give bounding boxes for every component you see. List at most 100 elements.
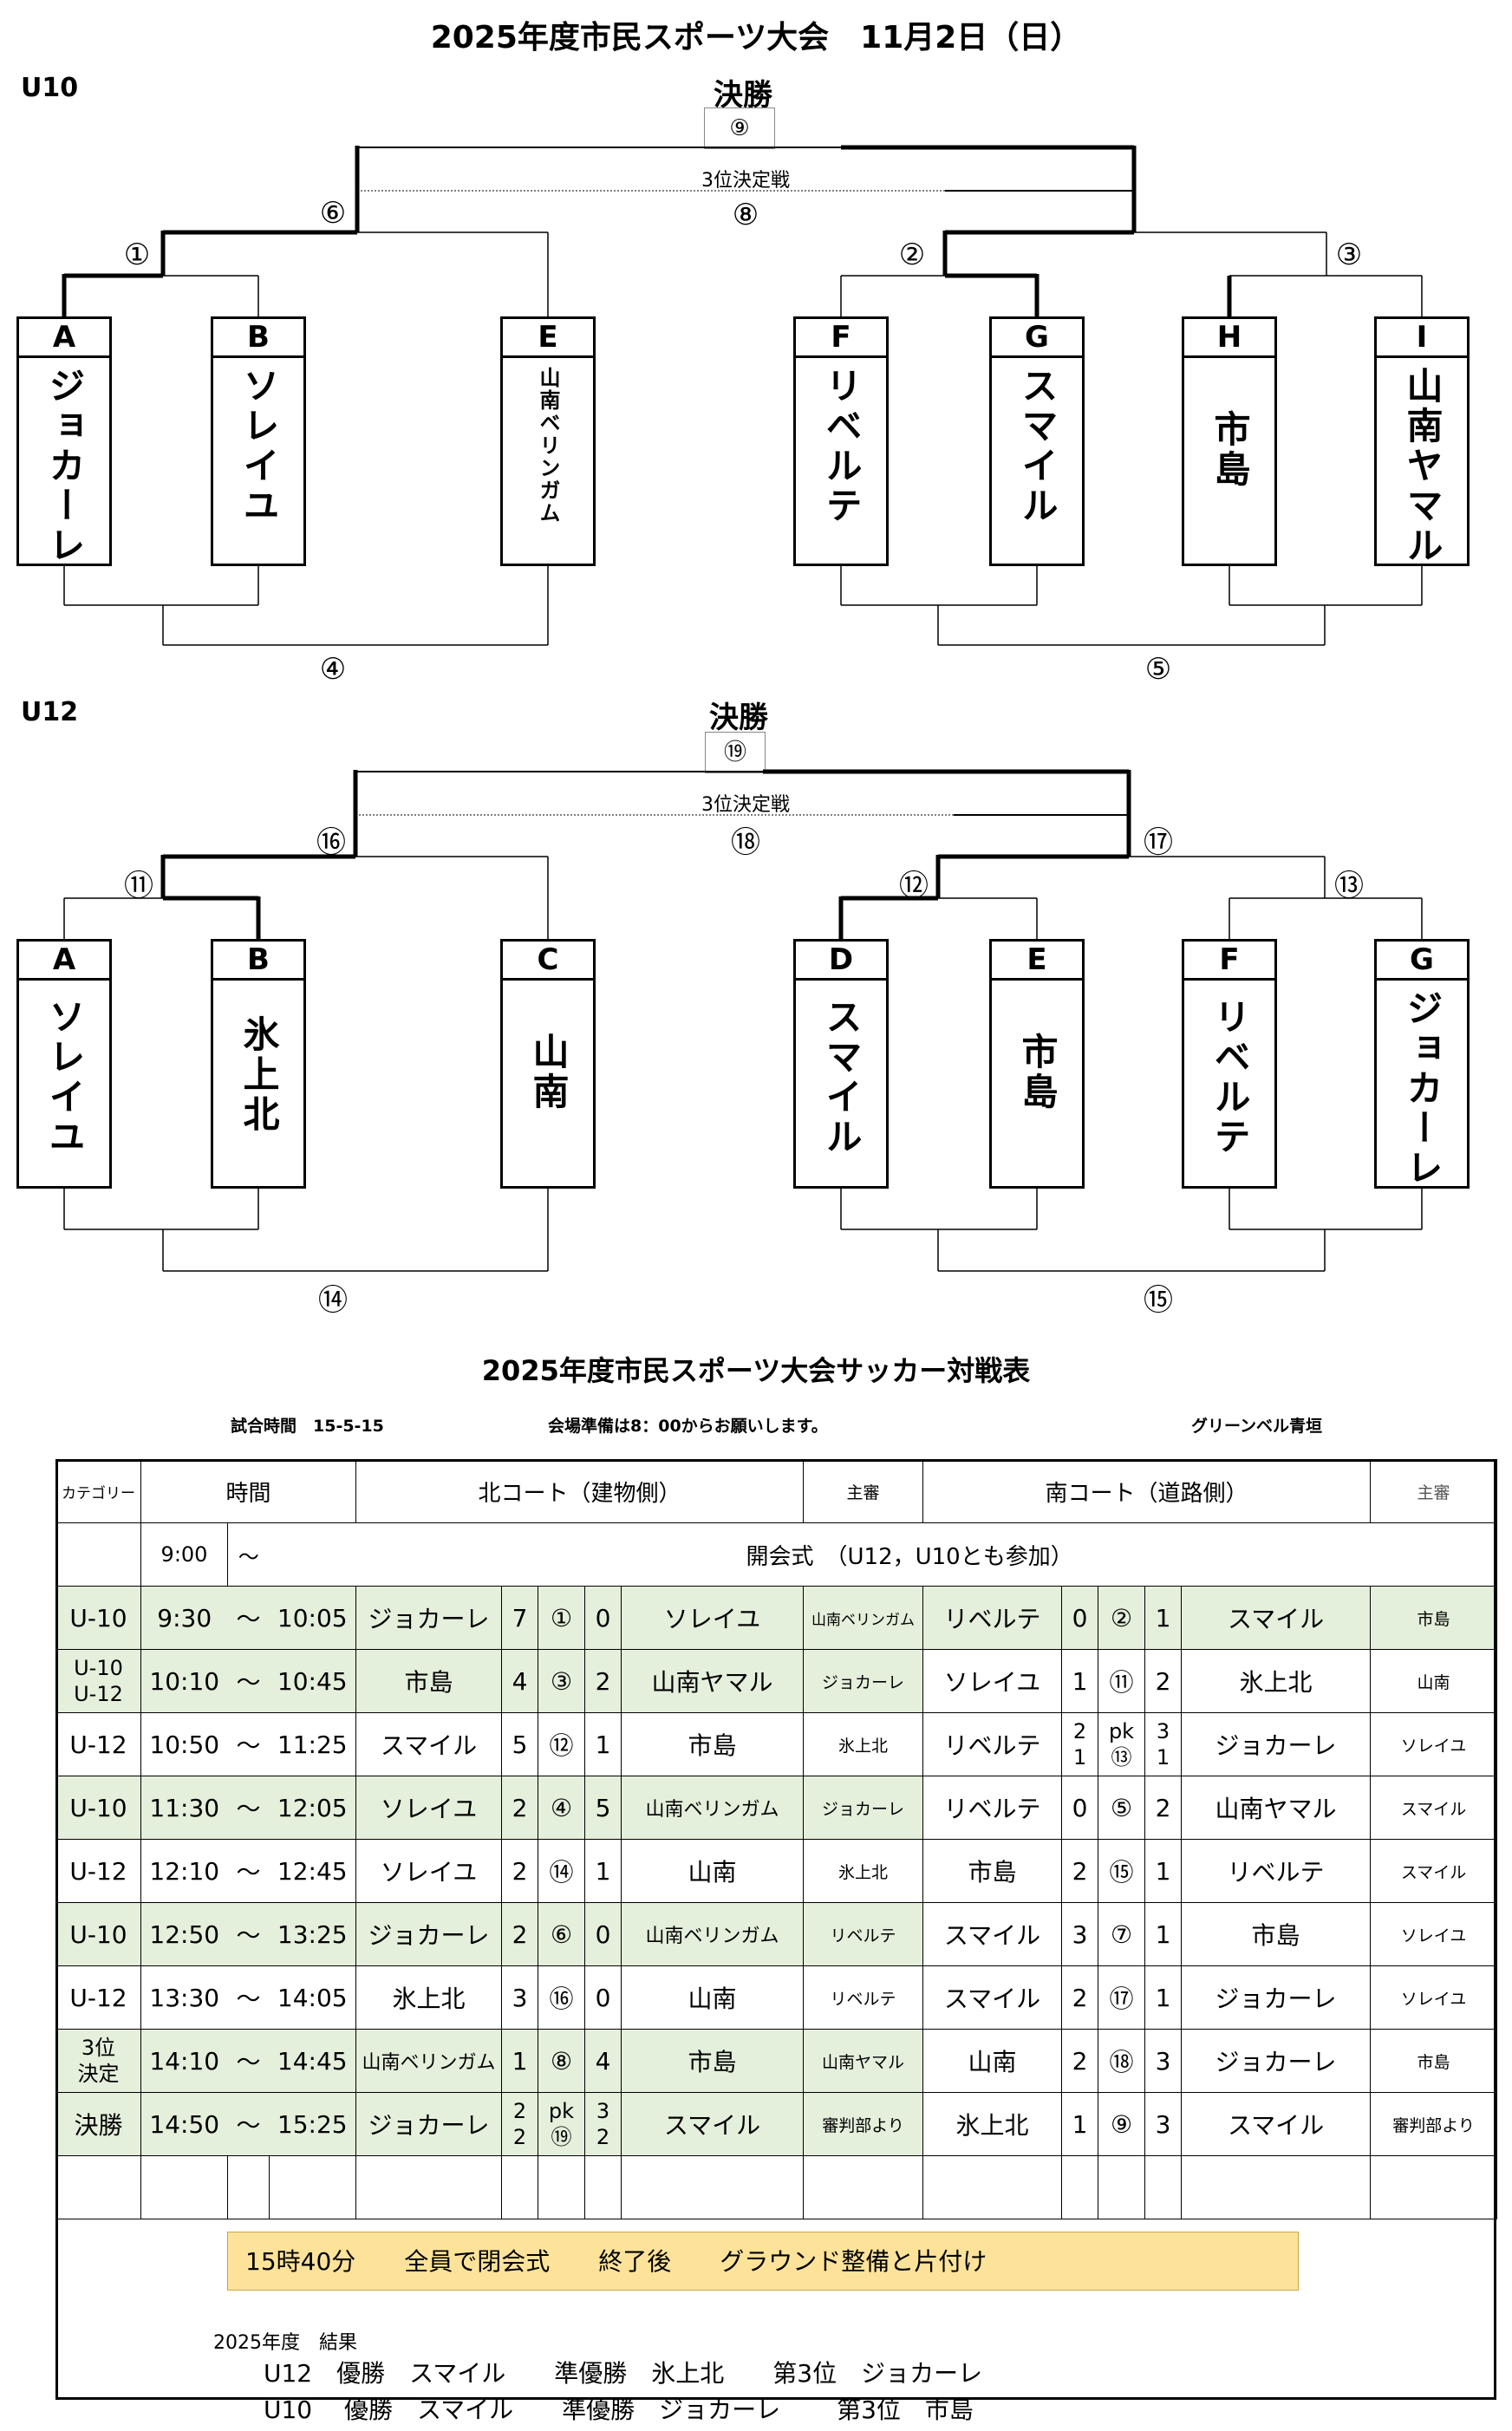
u10-bracket-lines	[62, 145, 1423, 646]
north-team-1: 市島	[355, 1649, 502, 1713]
row-category: U-10	[55, 1902, 141, 1966]
north-referee: リベルテ	[803, 1902, 924, 1966]
team-letter: B	[213, 942, 303, 981]
opening-row: 9:00 〜 開会式 （U12，U10とも参加）	[55, 1522, 1498, 1587]
team-letter: F	[796, 319, 886, 358]
north-score-2: 0	[584, 1965, 622, 2030]
south-match-number: pk ⑬	[1098, 1712, 1146, 1776]
header-south-court: 南コート（道路側）	[922, 1459, 1372, 1523]
row-end-time: 10:45	[269, 1649, 356, 1713]
schedule-table: カテゴリー 時間 北コート（建物側） 主審 南コート（道路側） 主審 9:00 …	[55, 1459, 1498, 2219]
north-referee: 氷上北	[803, 1839, 924, 1903]
u12-match-14-number: ⑭	[318, 1283, 348, 1318]
schedule-title: 2025年度市民スポーツ大会サッカー対戦表	[481, 1354, 1031, 1387]
empty-cell	[55, 2155, 141, 2219]
team-name: ジョカーレ	[43, 367, 86, 566]
north-score-2: 4	[584, 2029, 622, 2093]
north-score-1: 2 2	[501, 2092, 538, 2156]
team-name: ジョカーレ	[1401, 989, 1444, 1189]
south-match-number: ⑦	[1098, 1902, 1146, 1966]
north-score-1: 3	[501, 1965, 538, 2030]
south-score-1: 2	[1061, 1839, 1099, 1903]
south-team-1: 山南	[922, 2029, 1063, 2093]
north-score-1: 4	[501, 1649, 538, 1713]
south-team-1: スマイル	[922, 1902, 1063, 1966]
south-score-2: 2	[1144, 1649, 1183, 1713]
u12-match-12-number: ⑫	[899, 869, 929, 903]
row-end-time: 11:25	[269, 1712, 356, 1776]
north-team-2: 山南ベリンガム	[620, 1902, 805, 1966]
team-letter: E	[503, 319, 593, 358]
u10-team-box-a: A ジョカーレ	[16, 316, 112, 566]
results-u10: U10 優勝 スマイル 準優勝 ジョカーレ 第3位 市島	[264, 2395, 974, 2424]
u12-match-18-number: ⑱	[731, 825, 760, 860]
north-referee: リベルテ	[803, 1965, 924, 2030]
team-name: 氷上北	[238, 1015, 280, 1135]
empty-cell	[584, 2155, 622, 2219]
north-score-2: 0	[584, 1586, 622, 1650]
north-score-2: 0	[584, 1902, 622, 1966]
south-score-2: 3	[1144, 2029, 1183, 2093]
row-category: 3位 決定	[55, 2029, 141, 2093]
south-team-1: リベルテ	[922, 1776, 1063, 1840]
row-start-time: 9:30	[140, 1586, 228, 1650]
north-score-2: 2	[584, 1649, 622, 1713]
north-team-2: スマイル	[620, 2092, 805, 2156]
team-name: スマイル	[1016, 367, 1059, 526]
opening-tilde: 〜	[227, 1522, 270, 1587]
closing-note: 15時40分 全員で閉会式 終了後 グラウンド整備と片付け	[227, 2232, 1299, 2291]
north-match-number: ⑥	[538, 1902, 585, 1966]
row-tilde: 〜	[227, 1649, 270, 1713]
team-letter: E	[992, 942, 1082, 981]
row-category: 決勝	[55, 2092, 141, 2156]
team-name: 市島	[1016, 1033, 1059, 1112]
south-team-1: ソレイユ	[922, 1649, 1063, 1713]
south-team-1: リベルテ	[922, 1586, 1063, 1650]
south-referee: 審判部より	[1370, 2092, 1498, 2156]
north-team-1: ソレイユ	[355, 1839, 502, 1903]
row-tilde: 〜	[227, 1902, 270, 1966]
south-team-1: 市島	[922, 1839, 1063, 1903]
south-referee: スマイル	[1370, 1776, 1498, 1840]
north-team-1: 山南ベリンガム	[355, 2029, 502, 2093]
empty-cell	[140, 2155, 228, 2219]
empty-cell	[922, 2155, 1063, 2219]
u10-match-8-number: ⑧	[732, 198, 759, 232]
row-tilde: 〜	[227, 1776, 270, 1840]
row-category: U-12	[55, 1712, 141, 1776]
south-score-2: 1	[1144, 1965, 1183, 2030]
u10-final-match-number: ⑨	[704, 108, 775, 149]
north-score-1: 2	[501, 1839, 538, 1903]
north-match-number: pk ⑲	[538, 2092, 585, 2156]
empty-cell	[501, 2155, 538, 2219]
u10-final-label: 決勝	[714, 78, 772, 113]
empty-cell	[1370, 2155, 1498, 2219]
north-team-2: 市島	[620, 1712, 805, 1776]
setup-note: 会場準備は8：00からお願いします。	[548, 1417, 828, 1436]
row-category: U-10	[55, 1776, 141, 1840]
north-team-2: 山南	[620, 1839, 805, 1903]
team-name: スマイル	[820, 998, 863, 1157]
south-score-1: 2 1	[1061, 1712, 1099, 1776]
team-letter: A	[19, 319, 109, 358]
team-name: ソレイユ	[43, 998, 86, 1157]
row-category: U-10 U-12	[55, 1649, 141, 1713]
north-team-2: 市島	[620, 2029, 805, 2093]
north-team-2: 山南	[620, 1965, 805, 2030]
south-score-2: 1	[1144, 1902, 1183, 1966]
south-team-2: ジョカーレ	[1181, 1965, 1372, 2030]
south-score-2: 2	[1144, 1776, 1183, 1840]
page-title: 2025年度市民スポーツ大会 11月2日（日）	[430, 20, 1082, 55]
south-team-2: 市島	[1181, 1902, 1372, 1966]
north-team-1: 氷上北	[355, 1965, 502, 2030]
north-score-1: 7	[501, 1586, 538, 1650]
